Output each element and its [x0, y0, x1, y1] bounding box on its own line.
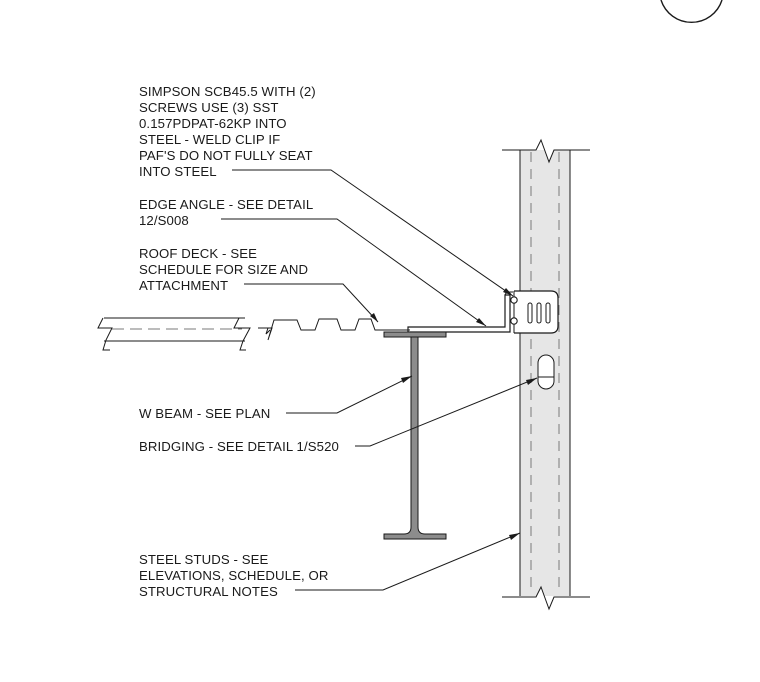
roof-deck-leader-arrow	[370, 313, 378, 322]
callout-simpson-clip: SIMPSON SCB45.5 WITH (2) SCREWS USE (3) …	[139, 84, 316, 180]
bridging-leader-arrow	[526, 378, 537, 385]
w-beam	[383, 331, 447, 540]
leader-lines	[221, 169, 538, 591]
callout-steel-studs: STEEL STUDS - SEE ELEVATIONS, SCHEDULE, …	[139, 552, 329, 600]
callout-edge-angle: EDGE ANGLE - SEE DETAIL 12/S008	[139, 197, 313, 229]
w-beam-leader-arrow	[401, 376, 412, 383]
callout-line: 12/S008	[139, 213, 189, 228]
callout-line: SIMPSON SCB45.5 WITH (2)	[139, 84, 316, 99]
callout-line: STEEL - WELD CLIP IF	[139, 132, 281, 147]
steel-stud-wall	[502, 138, 590, 611]
callout-line: SCREWS USE (3) SST	[139, 100, 279, 115]
callout-w-beam: W BEAM - SEE PLAN	[139, 406, 270, 422]
callout-line: W BEAM - SEE PLAN	[139, 406, 271, 421]
callout-line: STRUCTURAL NOTES	[139, 584, 278, 599]
callout-line: STEEL STUDS - SEE	[139, 552, 269, 567]
clip-leader-arrow	[503, 288, 513, 296]
simpson-clip	[510, 290, 559, 334]
callout-line: ROOF DECK - SEE	[139, 246, 258, 261]
callout-line: EDGE ANGLE - SEE DETAIL	[139, 197, 314, 212]
edge-angle-leader-arrow	[476, 318, 486, 326]
callout-line: INTO STEEL	[139, 164, 217, 179]
callout-roof-deck: ROOF DECK - SEE SCHEDULE FOR SIZE AND AT…	[139, 246, 308, 294]
roof-deck	[97, 317, 410, 351]
callout-line: PAF'S DO NOT FULLY SEAT	[139, 148, 313, 163]
bridging-slot	[537, 354, 555, 390]
steel-studs-leader-arrow	[509, 533, 520, 540]
stud-break-bottom	[502, 585, 590, 611]
callout-line: SCHEDULE FOR SIZE AND	[139, 262, 309, 277]
callout-line: 0.157PDPAT-62KP INTO	[139, 116, 287, 131]
callout-line: ELEVATIONS, SCHEDULE, OR	[139, 568, 329, 583]
edge-angle	[407, 294, 511, 333]
detail-bubble	[660, 0, 723, 24]
callout-line: BRIDGING - SEE DETAIL 1/S520	[139, 439, 339, 454]
callout-line: ATTACHMENT	[139, 278, 229, 293]
stud-break-top	[502, 138, 590, 164]
callout-bridging: BRIDGING - SEE DETAIL 1/S520	[139, 439, 339, 455]
